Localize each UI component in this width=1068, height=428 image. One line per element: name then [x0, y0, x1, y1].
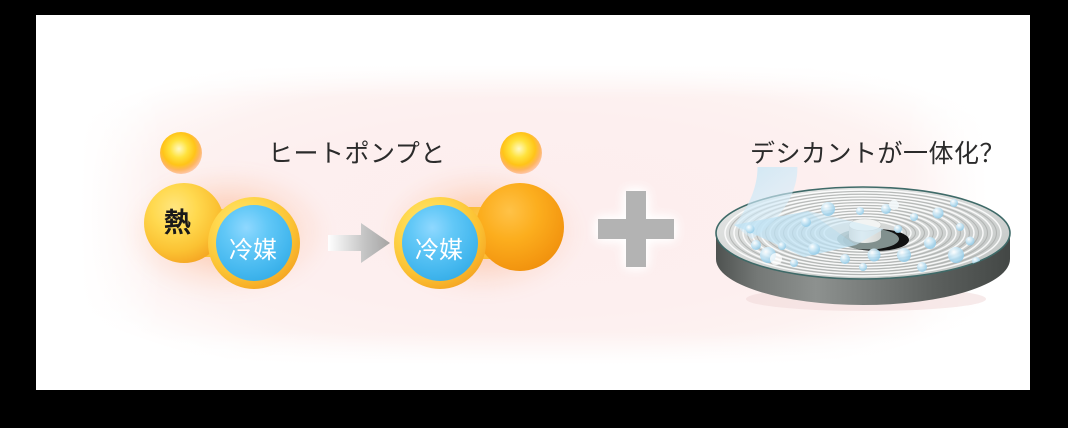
desiccant-title: デシカントが一体化？ [750, 139, 1006, 168]
refrigerant-label-after: 冷媒 [415, 236, 463, 264]
heat-circle-after [476, 183, 564, 271]
right-arrow-icon [328, 223, 390, 263]
refrigerant-label-before: 冷媒 [229, 236, 277, 264]
refrigerant-circle [402, 205, 478, 281]
plus-icon [598, 191, 674, 267]
heat-label: 熱 [164, 208, 191, 239]
heat-spark-icon [500, 132, 542, 174]
heat-pump-title: ヒートポンプと [268, 139, 446, 168]
page-canvas: ヒートポンプと 熱 冷媒 [36, 15, 1030, 390]
refrigerant-circle [216, 205, 292, 281]
desiccant-wheel-icon [708, 121, 1018, 317]
water-droplet-icon [745, 199, 980, 272]
heat-spark-icon [160, 132, 202, 174]
